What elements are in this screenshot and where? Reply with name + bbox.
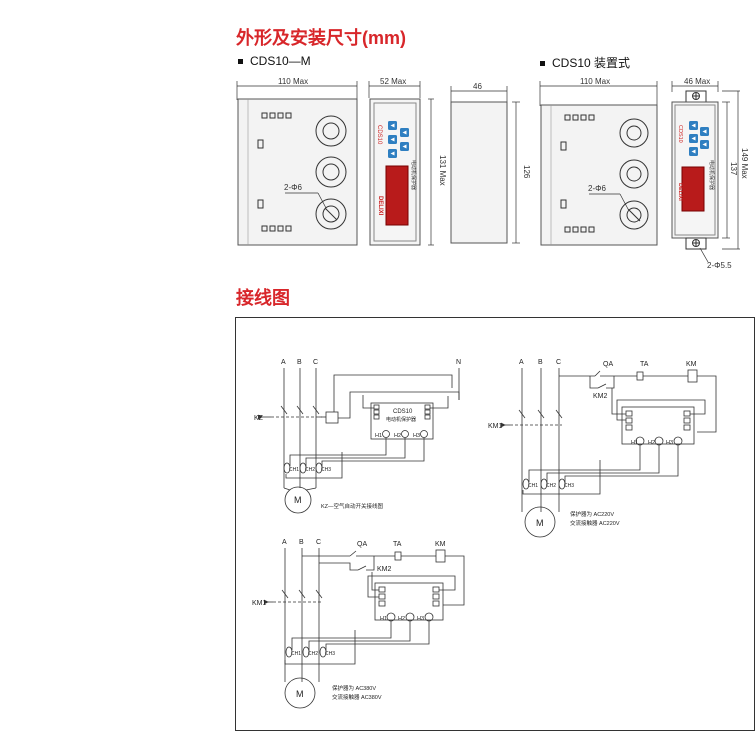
d3-km2: KM2 bbox=[377, 566, 392, 573]
d1-device-name: 电动机保护器 bbox=[386, 416, 416, 423]
d1-motor: M bbox=[294, 495, 302, 505]
d2-note-2: 交流接触器 AC220V bbox=[570, 519, 620, 527]
m-dim-front-width: 52 Max bbox=[380, 77, 406, 86]
rail-dim-front-width: 46 Max bbox=[684, 77, 710, 86]
m-side-view bbox=[450, 86, 520, 244]
m-front-model: CDS10 bbox=[376, 125, 382, 145]
d2-motor: M bbox=[536, 518, 544, 528]
d1-phase-c: C bbox=[313, 359, 318, 366]
rail-front-model: CDS10 bbox=[677, 125, 683, 143]
variant-rail-label: CDS10 装置式 bbox=[540, 54, 630, 71]
d3-phase-a: A bbox=[282, 539, 287, 546]
d2-ta: TA bbox=[640, 361, 649, 368]
d3-note-2: 交流接触器 AC380V bbox=[332, 693, 382, 701]
d3-phase-c: C bbox=[316, 539, 321, 546]
m-dim-front-height: 131 Max bbox=[438, 155, 447, 186]
d3-terminal-h3: H3 bbox=[417, 616, 424, 622]
d1-terminal-h2: H2 bbox=[394, 433, 401, 439]
m-dim-side-height: 126 bbox=[522, 165, 531, 179]
d1-terminal-h3: H3 bbox=[413, 433, 420, 439]
d3-note-1: 保护器为 AC380V bbox=[332, 684, 376, 692]
wiring-diagram-3 bbox=[264, 548, 465, 709]
d2-km1: KM1 bbox=[488, 423, 503, 430]
m-hole-label: 2-Φ6 bbox=[284, 183, 302, 192]
d3-km1: KM1 bbox=[252, 600, 267, 607]
d2-terminal-h2: H2 bbox=[648, 440, 655, 446]
rail-dim-height-inner: 137 bbox=[729, 162, 738, 176]
d2-km2: KM2 bbox=[593, 393, 608, 400]
rail-dim-height-outer: 149 Max bbox=[740, 148, 749, 179]
bullet-icon bbox=[540, 61, 545, 67]
d3-terminal-h2: H2 bbox=[398, 616, 405, 622]
rail-front-buttons bbox=[689, 121, 709, 156]
bullet-icon bbox=[238, 59, 243, 65]
wiring-diagram-1-labels: A B C N KZ CDS10 电动机保护器 H1 H2 H3 CH1 CH2… bbox=[254, 359, 461, 510]
dimension-drawings: 110 Max 2-Φ6 CDS10 DELIXI 电动机保护器 52 Max … bbox=[236, 77, 749, 270]
wiring-diagram-2-labels: A B C QA TA KM KM2 KM1 H1 H2 H3 CH1 CH2 … bbox=[488, 359, 697, 528]
rail-mount-hole-label: 2-Φ5.5 bbox=[707, 261, 732, 270]
d1-model: CDS10 bbox=[393, 409, 413, 415]
m-front-view bbox=[368, 81, 434, 246]
rail-back-view bbox=[539, 81, 658, 246]
d2-phase-a: A bbox=[519, 359, 524, 366]
d2-ct-ch2: CH2 bbox=[546, 483, 556, 489]
d1-neutral: N bbox=[456, 359, 461, 366]
m-dim-side-width: 46 bbox=[473, 82, 482, 91]
m-back-view bbox=[236, 81, 358, 246]
variant-m-label-text: CDS10—M bbox=[250, 54, 311, 68]
wiring-diagram-frame: A B C N KZ CDS10 电动机保护器 H1 H2 H3 CH1 CH2… bbox=[235, 317, 755, 731]
d3-ct-ch2: CH2 bbox=[308, 651, 318, 657]
d3-ct-ch1: CH1 bbox=[291, 651, 301, 657]
wiring-diagram-1 bbox=[258, 368, 460, 514]
d2-note-1: 保护器为 AC220V bbox=[570, 510, 614, 518]
d3-terminal-h1: H1 bbox=[380, 616, 387, 622]
m-dim-width: 110 Max bbox=[278, 77, 308, 86]
wiring-diagram-3-labels: A B C QA TA KM KM2 KM1 H1 H2 H3 CH1 CH2 … bbox=[252, 539, 446, 701]
d3-km: KM bbox=[435, 541, 446, 548]
d3-ta: TA bbox=[393, 541, 402, 548]
dimensions-title: 外形及安装尺寸(mm) bbox=[236, 28, 406, 48]
d2-ct-ch1: CH1 bbox=[528, 483, 538, 489]
d1-ct-ch2: CH2 bbox=[305, 467, 315, 473]
d1-terminal-h1: H1 bbox=[375, 433, 382, 439]
rail-front-name: 电动机保护器 bbox=[708, 160, 715, 190]
d3-ct-ch3: CH3 bbox=[325, 651, 335, 657]
d2-phase-c: C bbox=[556, 359, 561, 366]
m-front-buttons bbox=[388, 121, 409, 158]
variant-m-label: CDS10—M bbox=[238, 54, 311, 68]
d2-ct-ch3: CH3 bbox=[564, 483, 574, 489]
d1-ct-ch1: CH1 bbox=[289, 467, 299, 473]
d1-ct-ch3: CH3 bbox=[321, 467, 331, 473]
wiring-title: 接线图 bbox=[236, 288, 290, 308]
d2-terminal-h3: H3 bbox=[666, 440, 673, 446]
rail-front-brand: DELIXI bbox=[677, 183, 683, 201]
d2-km: KM bbox=[686, 361, 697, 368]
d3-qa: QA bbox=[357, 541, 367, 548]
m-front-name: 电动机保护器 bbox=[410, 160, 417, 190]
d2-terminal-h1: H1 bbox=[631, 440, 638, 446]
rail-dim-width: 110 Max bbox=[580, 77, 610, 86]
d2-phase-b: B bbox=[538, 359, 543, 366]
d1-phase-b: B bbox=[297, 359, 302, 366]
d3-phase-b: B bbox=[299, 539, 304, 546]
m-front-brand: DELIXI bbox=[377, 196, 383, 216]
wiring-diagrams: A B C N KZ CDS10 电动机保护器 H1 H2 H3 CH1 CH2… bbox=[252, 359, 717, 709]
variant-rail-label-text: CDS10 装置式 bbox=[552, 56, 631, 70]
d1-switch: KZ bbox=[254, 415, 264, 422]
wiring-diagram-2 bbox=[501, 368, 717, 538]
rail-hole-label: 2-Φ6 bbox=[588, 184, 606, 193]
d3-motor: M bbox=[296, 689, 304, 699]
d1-phase-a: A bbox=[281, 359, 286, 366]
d2-qa: QA bbox=[603, 361, 613, 368]
d1-note: KZ—空气自动开关接线图 bbox=[321, 502, 384, 510]
